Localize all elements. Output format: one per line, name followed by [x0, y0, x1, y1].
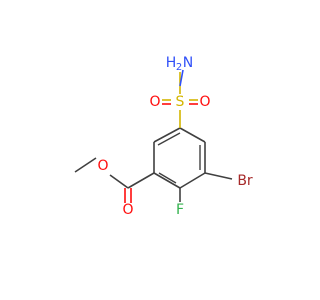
ester-carbonyl-oxygen-label: O [122, 202, 133, 218]
ring-bond-c1-c2 [179, 127, 206, 143]
ring-bond-c6-c1 [153, 127, 181, 143]
amine-hydrogen-label: H [166, 55, 177, 71]
atom-label-layer: H 2 N S O O Br F O O [97, 55, 252, 218]
bond-ring-to-carbonyl-carbon [127, 172, 155, 189]
bond-sulfur-to-nitrogen-lower [179, 69, 184, 87]
bond-oxygen-to-methyl [74, 157, 97, 173]
bond-ring-to-bromine [204, 172, 233, 180]
bromine-label: Br [237, 173, 253, 189]
sulfonyl-oxygen-left-label: O [149, 94, 160, 110]
sulfonyl-oxygen-right-label: O [199, 94, 210, 110]
bond-layer [74, 69, 233, 203]
bond-carbonyl-to-single-oxygen [109, 174, 129, 189]
sulfonyl-sulfur-label: S [176, 94, 185, 110]
amine-nitrogen-label: N [183, 55, 193, 71]
ester-single-oxygen-label: O [97, 158, 108, 174]
ring-bond-c3-c4 [179, 172, 206, 189]
chemical-structure: H 2 N S O O Br F O O [74, 55, 253, 218]
ring-bond-c4-c5 [153, 172, 181, 189]
ring-inner-bond-a [157, 132, 181, 146]
ring-inner-bond-c [158, 172, 177, 184]
fluorine-label: F [176, 202, 184, 218]
amine-subscript-label: 2 [176, 62, 182, 73]
